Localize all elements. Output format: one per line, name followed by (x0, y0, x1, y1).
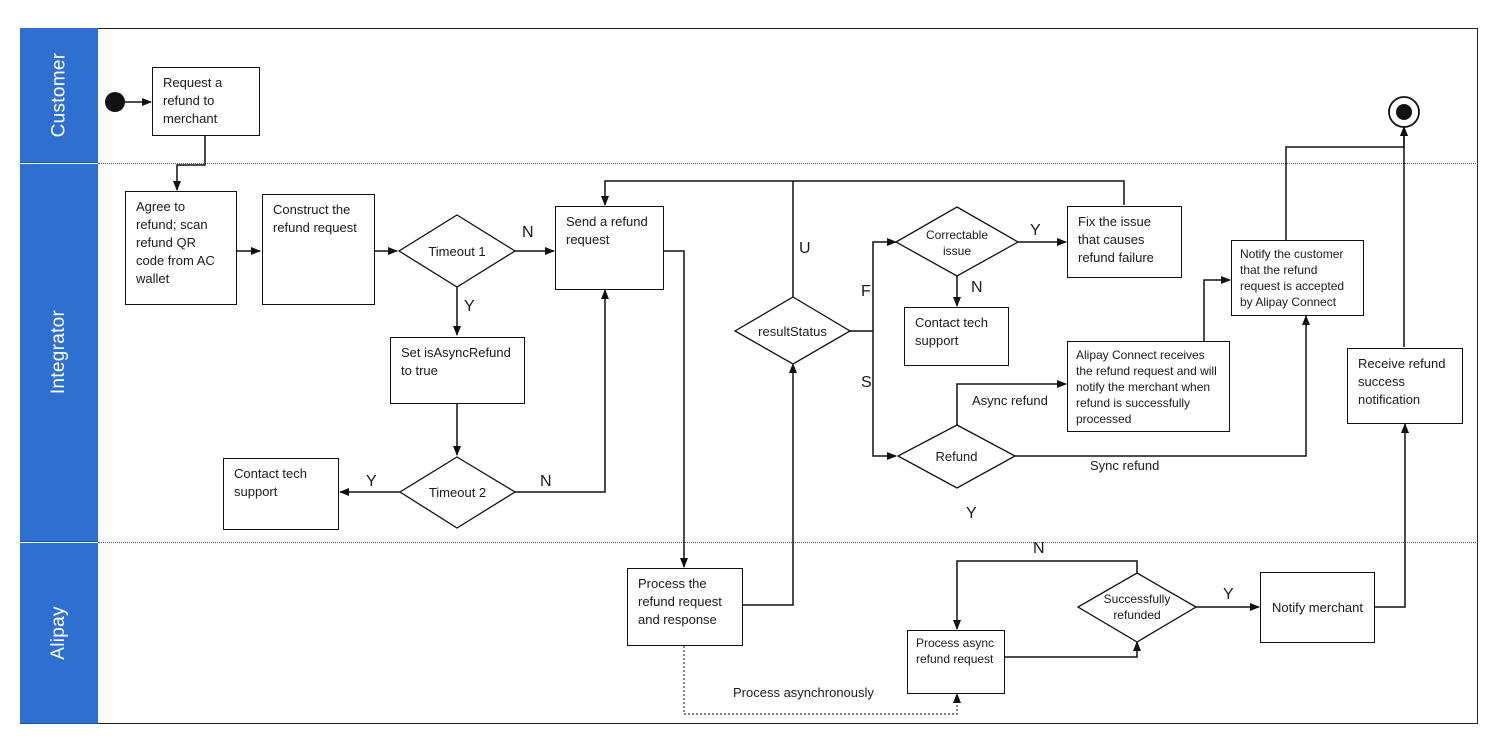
successfully-refunded-diamond (1076, 572, 1198, 643)
resultstatus-diamond (733, 296, 852, 365)
timeout2-diamond (398, 456, 517, 529)
resultstatus-label: resultStatus (758, 323, 827, 339)
lane-separator-customer-integrator (98, 163, 1478, 164)
process-async-box: Process async refund request (907, 630, 1005, 694)
request-refund-box: Request a refund to merchant (152, 67, 260, 136)
send-request-box: Send a refund request (555, 206, 664, 290)
lane-divider (20, 542, 98, 543)
lane-separator-integrator-alipay (98, 542, 1478, 543)
lane-integrator-label: Integrator (20, 163, 98, 542)
edge-label-sync-refund: Sync refund (1090, 458, 1160, 473)
edge-label-correctable-no: N (971, 279, 983, 296)
lane-customer-label: Customer (20, 28, 98, 163)
set-async-box: Set isAsyncRefund to true (390, 337, 525, 404)
refund-label: Refund (935, 448, 978, 464)
timeout2-label: Timeout 2 (428, 484, 487, 500)
edge-label-process-async: Process asynchronously (733, 685, 874, 700)
edge-label-success-yes: Y (1223, 586, 1234, 603)
receive-success-box: Receive refund success notification (1347, 348, 1463, 424)
edge-label-async-refund: Async refund (972, 393, 1048, 408)
successfully-refunded-label: Successfully refunded (1103, 592, 1171, 622)
edge-label-status-s: S (861, 374, 872, 391)
agree-refund-box: Agree to refund; scan refund QR code fro… (125, 191, 237, 305)
correctable-label: Correctable issue (925, 228, 989, 258)
edge-label-status-f: F (861, 283, 871, 300)
construct-request-box: Construct the refund request (262, 194, 375, 305)
lane-divider (20, 163, 98, 164)
edge-label-refund-y: Y (966, 505, 977, 522)
edge-label-timeout2-no: N (540, 473, 552, 490)
process-request-box: Process the refund request and response (627, 568, 743, 646)
lane-alipay-label: Alipay (20, 542, 98, 724)
edge-label-success-no: N (1033, 540, 1045, 557)
edge-label-correctable-yes: Y (1030, 222, 1041, 239)
timeout1-diamond (397, 214, 517, 288)
alipay-receives-box: Alipay Connect receives the refund reque… (1067, 341, 1230, 432)
start-node (105, 92, 125, 112)
contact-support-box-1: Contact tech support (223, 458, 339, 530)
edge-label-status-u: U (799, 240, 811, 257)
edge-label-timeout1-yes: Y (464, 298, 475, 315)
contact-support-box-2: Contact tech support (904, 307, 1009, 366)
notify-merchant-box: Notify merchant (1260, 572, 1375, 643)
refund-diamond (896, 424, 1017, 489)
edge-label-timeout2-yes: Y (366, 473, 377, 490)
notify-customer-box: Notify the customer that the refund requ… (1231, 240, 1364, 316)
fix-issue-box: Fix the issue that causes refund failure (1067, 206, 1182, 278)
timeout1-label: Timeout 1 (428, 243, 486, 259)
edge-label-timeout1-no: N (522, 224, 534, 241)
correctable-diamond (894, 206, 1020, 277)
